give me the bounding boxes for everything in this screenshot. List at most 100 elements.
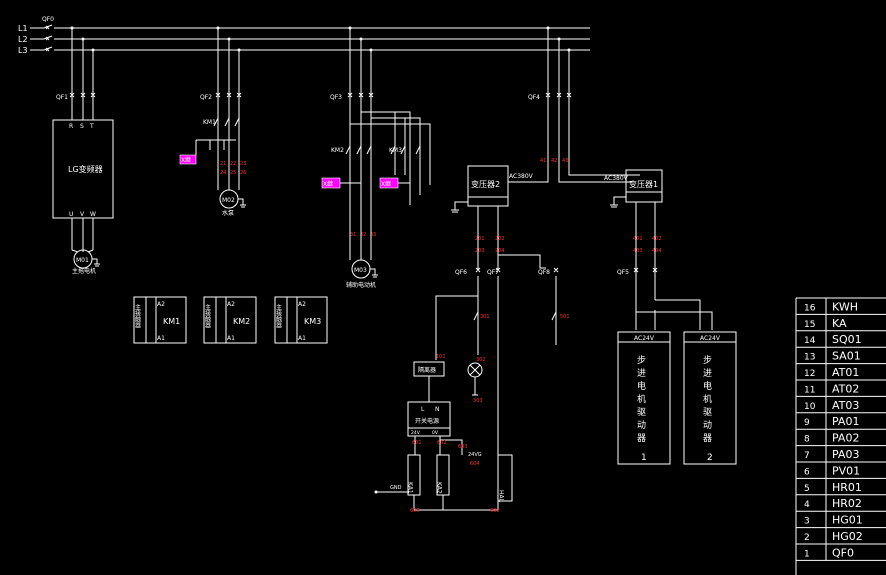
drive-2-num: 2 xyxy=(707,453,713,463)
svg-text:303: 303 xyxy=(473,398,483,404)
main-breaker-label: QF0 xyxy=(42,16,54,23)
svg-text:0V: 0V xyxy=(432,430,439,436)
svg-text:42: 42 xyxy=(551,158,557,164)
inverter-in-t: T xyxy=(89,123,94,130)
transformer-1-primary: AC380V xyxy=(604,175,629,182)
bom-row-code: AT03 xyxy=(832,399,859,412)
term-21: 21 xyxy=(220,161,226,167)
svg-text:43: 43 xyxy=(562,158,568,164)
transformer-2-primary: AC380V xyxy=(509,173,534,180)
svg-text:HAL: HAL xyxy=(498,490,505,503)
svg-text:201: 201 xyxy=(475,236,485,242)
inverter-out-v: V xyxy=(80,211,85,218)
bom-row-no: 1 xyxy=(804,549,810,559)
coil-box-2-name: KM2 xyxy=(233,317,250,326)
coil-box-1-top: A2 xyxy=(157,301,165,308)
bom-row-no: 15 xyxy=(804,320,815,330)
inverter-out-u: U xyxy=(69,211,73,218)
svg-text:24VG: 24VG xyxy=(468,452,482,458)
bom-row-no: 11 xyxy=(804,385,815,395)
psu-term-l: L xyxy=(421,406,425,413)
bom-row-code: HR01 xyxy=(832,481,862,494)
bom-row-code: AT01 xyxy=(832,366,859,379)
bom-row-no: 13 xyxy=(804,353,815,363)
bom-row-code: PA01 xyxy=(832,415,859,428)
term-26: 26 xyxy=(240,170,246,176)
svg-text:203: 203 xyxy=(475,248,485,254)
term-22: 22 xyxy=(230,161,236,167)
drive-1-text: 步进电机驱动器 xyxy=(635,355,646,446)
coil-box-km3: 主接触器 A2 KM3 A1 xyxy=(274,296,328,344)
svg-text:KA1: KA1 xyxy=(407,482,414,494)
bus-label-l3: L3 xyxy=(18,46,28,55)
drive-2-text: 步进电机驱动器 xyxy=(701,355,712,446)
coil-box-km1: 主接触器 A2 KM1 A1 xyxy=(133,296,187,344)
inverter-name: LG变频器 xyxy=(68,164,103,174)
svg-text:KA2: KA2 xyxy=(436,482,443,494)
bom-row-code: PA03 xyxy=(832,448,859,461)
bom-row-no: 4 xyxy=(804,500,810,510)
coil-box-1-name: KM1 xyxy=(163,317,180,326)
bom-row-code: HR02 xyxy=(832,497,862,510)
qf6-label: QF6 xyxy=(455,269,467,276)
qf1-label: QF1 xyxy=(56,94,68,101)
qf8-label: QF8 xyxy=(538,269,550,276)
bom-row-code: HG01 xyxy=(832,514,863,527)
bom-row-no: 6 xyxy=(804,467,810,477)
drive-1-num: 1 xyxy=(641,453,647,463)
qf7-label: QF7 xyxy=(487,269,499,276)
motor-m02-name: M02 xyxy=(222,197,235,204)
motor-m01-name: M01 xyxy=(76,257,89,264)
svg-text:301: 301 xyxy=(480,314,490,320)
inverter-out-w: W xyxy=(90,211,96,218)
bus-label-l1: L1 xyxy=(18,24,28,33)
coil-box-3-side: 主接触器 xyxy=(275,303,282,329)
qf2-label: QF2 xyxy=(200,94,212,101)
drive-1-label: AC24V xyxy=(634,335,655,342)
svg-text:401: 401 xyxy=(633,236,643,242)
svg-text:24V: 24V xyxy=(411,430,421,436)
motor-m01-caption: 主拖电机 xyxy=(72,267,96,275)
psu-box xyxy=(407,401,451,437)
bus-label-l2: L2 xyxy=(18,35,28,44)
bom-row-code: PA02 xyxy=(832,432,859,445)
svg-text:402: 402 xyxy=(652,236,662,242)
svg-text:204: 204 xyxy=(495,248,505,254)
bom-row-code: SA01 xyxy=(832,350,861,363)
device-hal xyxy=(497,454,513,502)
bom-row-code: QF0 xyxy=(832,546,854,559)
svg-text:501: 501 xyxy=(560,314,570,320)
svg-text:602: 602 xyxy=(437,440,447,446)
relay-box-3-label: X继 xyxy=(381,180,391,188)
bom-row-no: 8 xyxy=(804,435,810,445)
isolator-label: 隔离器 xyxy=(418,366,436,374)
bom-row-no: 7 xyxy=(804,451,810,461)
qf4-label: QF4 xyxy=(528,94,540,101)
branch-control: QF4 41 42 43 变压器2 AC380V 201 202 203 204… xyxy=(451,26,713,330)
control-circuit: QF6 QF7 QF8 301 501 302 303 隔离器 101 L N … xyxy=(374,267,570,514)
coil-box-1-bottom: A1 xyxy=(157,335,165,342)
km3-contact-label: KM3 xyxy=(389,147,402,154)
coil-box-1-side: 主接触器 xyxy=(134,303,141,329)
coil-box-2-bottom: A1 xyxy=(227,335,235,342)
psu-term-n: N xyxy=(435,406,440,413)
bom-row-no: 12 xyxy=(804,369,815,379)
transformer-2-name: 变压器2 xyxy=(471,179,500,189)
coil-box-km2: 主接触器 A2 KM2 A1 xyxy=(203,296,257,344)
term-23: 23 xyxy=(240,161,246,167)
inverter-in-s: S xyxy=(80,123,84,130)
svg-text:404: 404 xyxy=(652,248,662,254)
km1-contact-label: KM1 xyxy=(203,119,216,126)
bom-row-code: AT02 xyxy=(832,382,859,395)
bom-row-code: KA xyxy=(832,317,847,330)
svg-text:101: 101 xyxy=(436,354,446,360)
coil-box-2-top: A2 xyxy=(227,301,235,308)
coil-box-3-bottom: A1 xyxy=(298,335,306,342)
bom-row-no: 9 xyxy=(804,418,810,428)
branch-km1: QF2 KM1 X继 21 22 23 24 25 26 M02 水泵 xyxy=(179,26,246,217)
qf3-label: QF3 xyxy=(330,94,342,101)
motor-m03-name: M03 xyxy=(354,267,367,274)
svg-text:603: 603 xyxy=(458,444,468,450)
